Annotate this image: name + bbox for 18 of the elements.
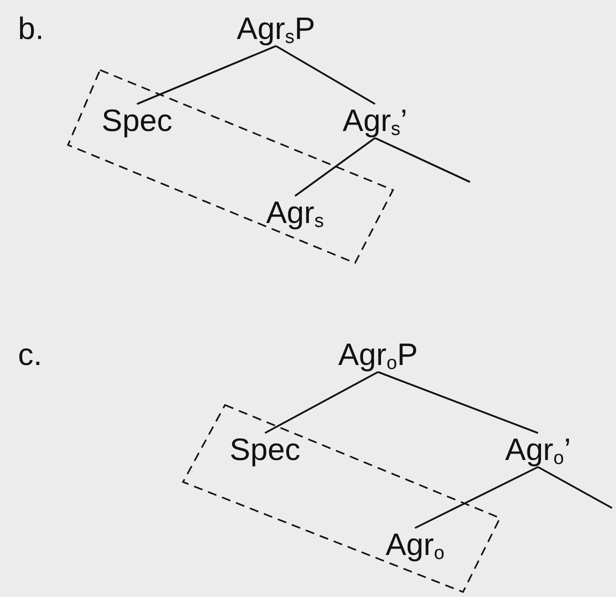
tree-node-label: Spec (230, 433, 300, 467)
tree-branch (538, 466, 612, 509)
tree-branch (414, 466, 538, 529)
tree-branch (378, 371, 538, 434)
tree-node-label: Agr$_{s}$ (266, 196, 324, 230)
panel-letter: c. (18, 338, 42, 372)
tree-node-label: Agr$_{s}$’ (342, 104, 408, 138)
panel-letter: b. (18, 12, 44, 46)
tree-node-label: Agr$_{o}$ (386, 528, 444, 562)
tree-node-label: Spec (102, 104, 172, 138)
tree-branch (276, 45, 376, 105)
tree-node-label: Agr$_{o}$P (338, 338, 418, 372)
tree-branch (136, 45, 276, 105)
tree-node-label: Agr$_{o}$’ (505, 433, 571, 467)
tree-branch (374, 137, 470, 183)
tree-node-label: Agr$_{s}$P (236, 12, 316, 46)
tree-branch (294, 137, 376, 197)
tree-branch (264, 371, 378, 434)
